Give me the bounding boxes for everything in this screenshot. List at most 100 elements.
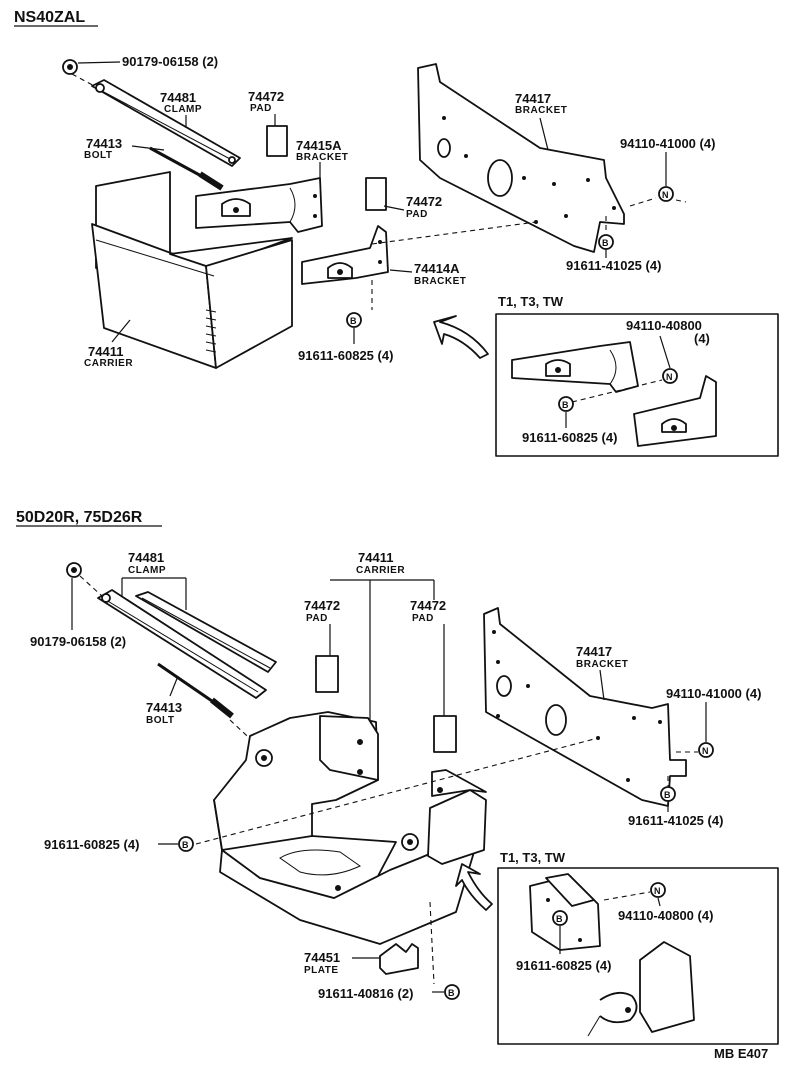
clamp-part xyxy=(97,589,277,699)
bolt-head-icon xyxy=(66,562,82,578)
svg-text:N: N xyxy=(662,190,669,200)
inset-heading-top: T1, T3, TW xyxy=(498,294,564,309)
leader-line xyxy=(389,269,413,273)
leader-line xyxy=(599,669,605,701)
part-number-91611-41025-bottom: 91611-41025 (4) xyxy=(628,813,723,828)
part-name-bracket-bottom: BRACKET xyxy=(576,659,628,670)
bolt-marker-icon: B xyxy=(660,786,676,802)
inset-heading-bottom: T1, T3, TW xyxy=(500,850,566,865)
leader-bracket xyxy=(330,579,435,730)
part-name-plate: PLATE xyxy=(304,965,339,976)
part-name-bracket-b: BRACKET xyxy=(515,105,567,116)
part-number-90179: 90179-06158 (2) xyxy=(122,54,218,69)
leader-line xyxy=(111,319,131,343)
section-heading-top: NS40ZAL xyxy=(14,9,85,26)
svg-text:B: B xyxy=(602,238,609,248)
bracket-74417-bottom-part xyxy=(483,607,687,807)
svg-text:B: B xyxy=(556,914,563,924)
svg-text:N: N xyxy=(702,746,709,756)
leader-line xyxy=(659,335,671,369)
section-heading-bottom: 50D20R, 75D26R xyxy=(16,509,143,526)
dashed-guide xyxy=(603,891,651,901)
dashed-guide xyxy=(429,901,435,985)
part-number-74413: 74413 xyxy=(86,136,122,151)
part-number-91611-40816: 91611-40816 (2) xyxy=(318,986,413,1001)
diagram-code: MB E407 xyxy=(714,1046,768,1061)
part-name-bracket-c: BRACKET xyxy=(414,276,466,287)
dashed-guide xyxy=(71,73,99,89)
part-number-94110: 94110-41000 (4) xyxy=(620,136,715,151)
inset-part-number-91611: 91611-60825 (4) xyxy=(522,430,617,445)
dashed-guide xyxy=(675,199,687,203)
bracket-74415a-part xyxy=(195,177,323,233)
part-number-91611-41025: 91611-41025 (4) xyxy=(566,258,661,273)
svg-text:B: B xyxy=(350,316,357,326)
leader-bracket xyxy=(121,577,187,610)
part-number-74411: 74411 xyxy=(88,344,123,359)
part-number-74451: 74451 xyxy=(304,950,340,965)
bolt-marker-icon: B xyxy=(598,234,614,250)
bolt-marker-icon: B xyxy=(178,836,194,852)
part-number-74411-bottom: 74411 xyxy=(358,550,393,565)
dashed-guide xyxy=(371,221,537,245)
part-name-carrier-bottom: CARRIER xyxy=(356,565,405,576)
part-name-bolt-bottom: BOLT xyxy=(146,715,174,726)
part-name-clamp: CLAMP xyxy=(164,104,202,115)
part-name-pad-bottom-a: PAD xyxy=(306,613,328,624)
inset-qty: (4) xyxy=(694,331,710,346)
svg-text:B: B xyxy=(664,790,671,800)
nut-marker-icon: N xyxy=(650,882,666,898)
bolt-head-icon xyxy=(62,59,78,75)
leader-line xyxy=(657,897,661,907)
battery-carrier-tray-part xyxy=(213,711,487,945)
part-number-74413-bottom: 74413 xyxy=(146,700,182,715)
plate-part xyxy=(379,943,419,975)
part-number-74415a: 74415A xyxy=(296,138,342,153)
bolt-marker-icon: B xyxy=(552,910,568,926)
leader-line xyxy=(383,205,405,211)
svg-text:B: B xyxy=(448,988,455,998)
j-bolt-part xyxy=(157,662,234,719)
leader-line xyxy=(77,61,121,64)
inset-part-number-94110: 94110-40800 xyxy=(626,318,702,333)
dashed-guide xyxy=(571,379,663,403)
inset-bracket-part xyxy=(511,341,717,447)
part-number-74414a: 74414A xyxy=(414,261,460,276)
svg-text:B: B xyxy=(182,840,189,850)
bolt-marker-icon: B xyxy=(346,312,362,328)
j-bolt-part xyxy=(149,146,224,191)
part-number-94110-bottom: 94110-41000 (4) xyxy=(666,686,761,701)
svg-text:N: N xyxy=(666,372,673,382)
clamp-part xyxy=(91,79,241,167)
inset-part-number-91611-bottom: 91611-60825 (4) xyxy=(516,958,611,973)
nut-marker-icon: N xyxy=(658,186,674,202)
svg-text:B: B xyxy=(562,400,569,410)
leader-line xyxy=(131,145,165,151)
pad-part xyxy=(315,655,339,693)
part-number-74417: 74417 xyxy=(515,91,551,106)
bracket-74417-part xyxy=(417,63,625,253)
part-name-clamp-bottom: CLAMP xyxy=(128,565,166,576)
nut-marker-icon: N xyxy=(698,742,714,758)
dashed-guide xyxy=(79,575,103,597)
part-name-pad-b: PAD xyxy=(406,209,428,220)
inset-part-number-94110-bottom: 94110-40800 (4) xyxy=(618,908,713,923)
leader-line xyxy=(539,117,549,151)
leader-line xyxy=(169,675,179,697)
pad-part xyxy=(365,177,387,211)
pointer-arrow-icon xyxy=(433,315,489,359)
part-name-bracket-a: BRACKET xyxy=(296,152,348,163)
part-number-91611-60825-bottom: 91611-60825 (4) xyxy=(44,837,139,852)
part-number-74472-b: 74472 xyxy=(406,194,442,209)
part-name-carrier: CARRIER xyxy=(84,358,133,369)
part-name-pad-bottom-b: PAD xyxy=(412,613,434,624)
bracket-74414a-part xyxy=(301,225,389,285)
bolt-marker-icon: B xyxy=(558,396,574,412)
dashed-guide xyxy=(229,719,261,749)
part-number-74481: 74481 xyxy=(160,90,196,105)
part-number-90179-bottom: 90179-06158 (2) xyxy=(30,634,126,649)
pad-part xyxy=(266,125,288,157)
part-number-74417-bottom: 74417 xyxy=(576,644,612,659)
